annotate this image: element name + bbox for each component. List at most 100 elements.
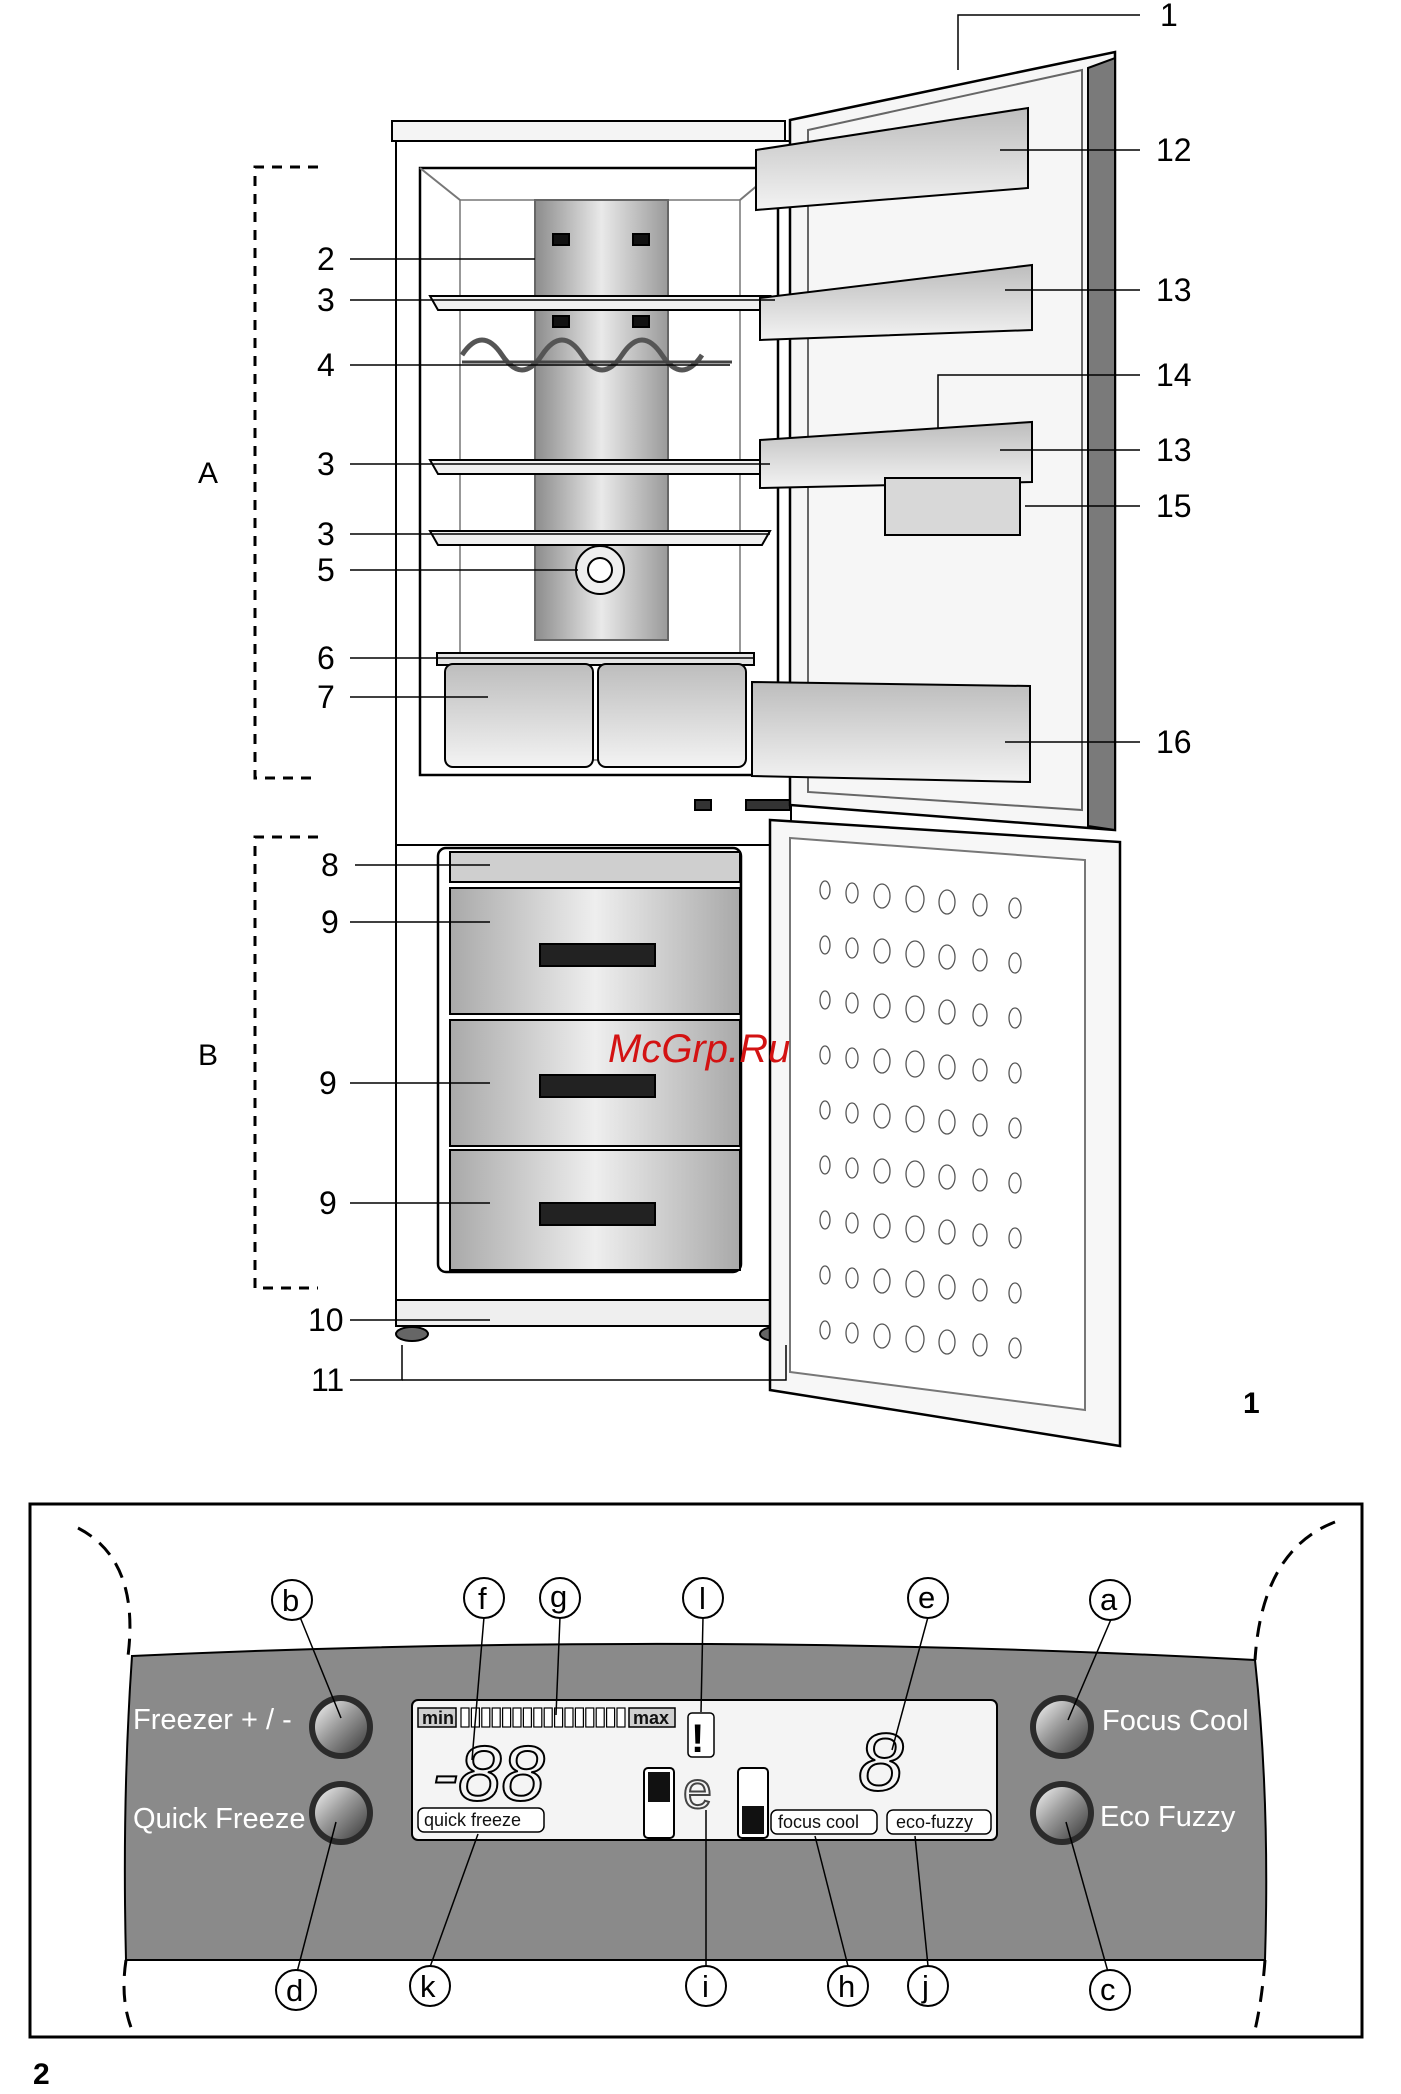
callout-13b: 13 — [1156, 432, 1192, 468]
callout-11: 11 — [311, 1362, 344, 1398]
callout-9c: 9 — [319, 1185, 337, 1221]
letter-j: j — [921, 1969, 929, 2004]
figure-number-2: 2 — [33, 2058, 50, 2089]
ice-bump — [906, 886, 924, 912]
callout-4: 4 — [317, 347, 335, 383]
callout-3a: 3 — [317, 282, 335, 318]
ice-bump — [820, 1156, 830, 1174]
ice-bump — [874, 1159, 890, 1183]
ice-bump — [820, 1321, 830, 1339]
ice-bump — [820, 881, 830, 899]
ice-bump — [973, 1169, 987, 1191]
callout-6: 6 — [317, 640, 335, 676]
level-segment — [461, 1708, 469, 1727]
callout-5: 5 — [317, 552, 335, 588]
letter-b: b — [282, 1583, 299, 1618]
quick-freeze-button — [309, 1781, 373, 1845]
callout-8: 8 — [321, 847, 339, 883]
callout-14: 14 — [1156, 357, 1192, 393]
ice-bump — [939, 1000, 955, 1024]
level-segment — [617, 1708, 625, 1727]
display-freezer-digits: -88 — [432, 1729, 545, 1817]
ice-bump — [874, 994, 890, 1018]
ice-bump — [906, 996, 924, 1022]
callout-12: 12 — [1156, 132, 1192, 168]
level-segment — [586, 1708, 594, 1727]
freezer-button — [309, 1695, 373, 1759]
focus-cool-button — [1030, 1695, 1094, 1759]
callout-10: 10 — [308, 1302, 344, 1338]
section-brackets — [255, 167, 318, 1288]
letter-d: d — [286, 1973, 303, 2008]
ice-bump — [846, 1268, 858, 1288]
level-segment — [607, 1708, 615, 1727]
section-label-b: B — [198, 1039, 218, 1072]
ice-bump — [1009, 1283, 1021, 1303]
ice-bump — [906, 1271, 924, 1297]
ice-bump — [906, 1216, 924, 1242]
level-segment — [513, 1708, 521, 1727]
ice-bump — [939, 1275, 955, 1299]
ice-bump — [874, 1324, 890, 1348]
level-segment — [503, 1708, 511, 1727]
callout-3b: 3 — [317, 446, 335, 482]
display-focus-cool-label: focus cool — [778, 1812, 859, 1832]
figure-number-1: 1 — [1243, 1387, 1260, 1420]
ice-bump — [906, 1161, 924, 1187]
level-segment — [544, 1708, 552, 1727]
level-segment — [596, 1708, 604, 1727]
ice-bump — [973, 1224, 987, 1246]
ice-bump — [939, 1110, 955, 1134]
callout-15: 15 — [1156, 488, 1192, 524]
ice-bump — [1009, 1008, 1021, 1028]
letter-f: f — [478, 1581, 487, 1616]
ice-bump — [939, 1055, 955, 1079]
ice-bump — [846, 883, 858, 903]
ice-bump — [820, 991, 830, 1009]
ice-bump — [939, 1330, 955, 1354]
display-quick-freeze-label: quick freeze — [424, 1810, 521, 1830]
ice-bump — [820, 1101, 830, 1119]
ice-bump — [820, 936, 830, 954]
ice-bump — [973, 1059, 987, 1081]
quick-freeze-button-label: Quick Freeze — [133, 1803, 305, 1835]
ice-bump — [846, 938, 858, 958]
ice-bump — [820, 1266, 830, 1284]
ice-bump — [874, 939, 890, 963]
ice-bump — [906, 941, 924, 967]
ice-bump — [1009, 1228, 1021, 1248]
level-segment — [534, 1708, 542, 1727]
ice-bump — [939, 945, 955, 969]
ice-bump — [973, 1334, 987, 1356]
alarm-icon: ! — [691, 1717, 704, 1761]
focus-cool-button-label: Focus Cool — [1102, 1705, 1249, 1737]
ice-bump — [874, 1214, 890, 1238]
ice-bump — [939, 1220, 955, 1244]
level-segment — [523, 1708, 531, 1727]
letter-e: e — [918, 1580, 935, 1615]
ice-bump — [973, 1114, 987, 1136]
callout-3c: 3 — [317, 516, 335, 552]
callout-9b: 9 — [319, 1065, 337, 1101]
ice-bump — [874, 1049, 890, 1073]
control-panel-figure: min max -88 8 ! e quick freeze focus coo… — [30, 1504, 1362, 2089]
display-eco-fuzzy-label: eco-fuzzy — [896, 1812, 973, 1832]
eco-fuzzy-button — [1030, 1781, 1094, 1845]
ice-bump — [846, 1158, 858, 1178]
level-segment — [482, 1708, 490, 1727]
section-label-a: A — [198, 457, 218, 490]
ice-bump — [973, 949, 987, 971]
callout-7: 7 — [317, 679, 335, 715]
ice-bump — [906, 1051, 924, 1077]
callout-1: 1 — [1160, 0, 1178, 33]
freezer-button-label: Freezer + / - — [133, 1704, 292, 1736]
ice-bump — [1009, 953, 1021, 973]
display-min-label: min — [422, 1708, 454, 1728]
ice-bump — [939, 890, 955, 914]
level-segment — [492, 1708, 500, 1727]
letter-k: k — [420, 1969, 436, 2004]
letter-c: c — [1100, 1972, 1116, 2007]
ice-bump — [1009, 1173, 1021, 1193]
ice-bump — [846, 1213, 858, 1233]
ice-bump — [846, 1048, 858, 1068]
